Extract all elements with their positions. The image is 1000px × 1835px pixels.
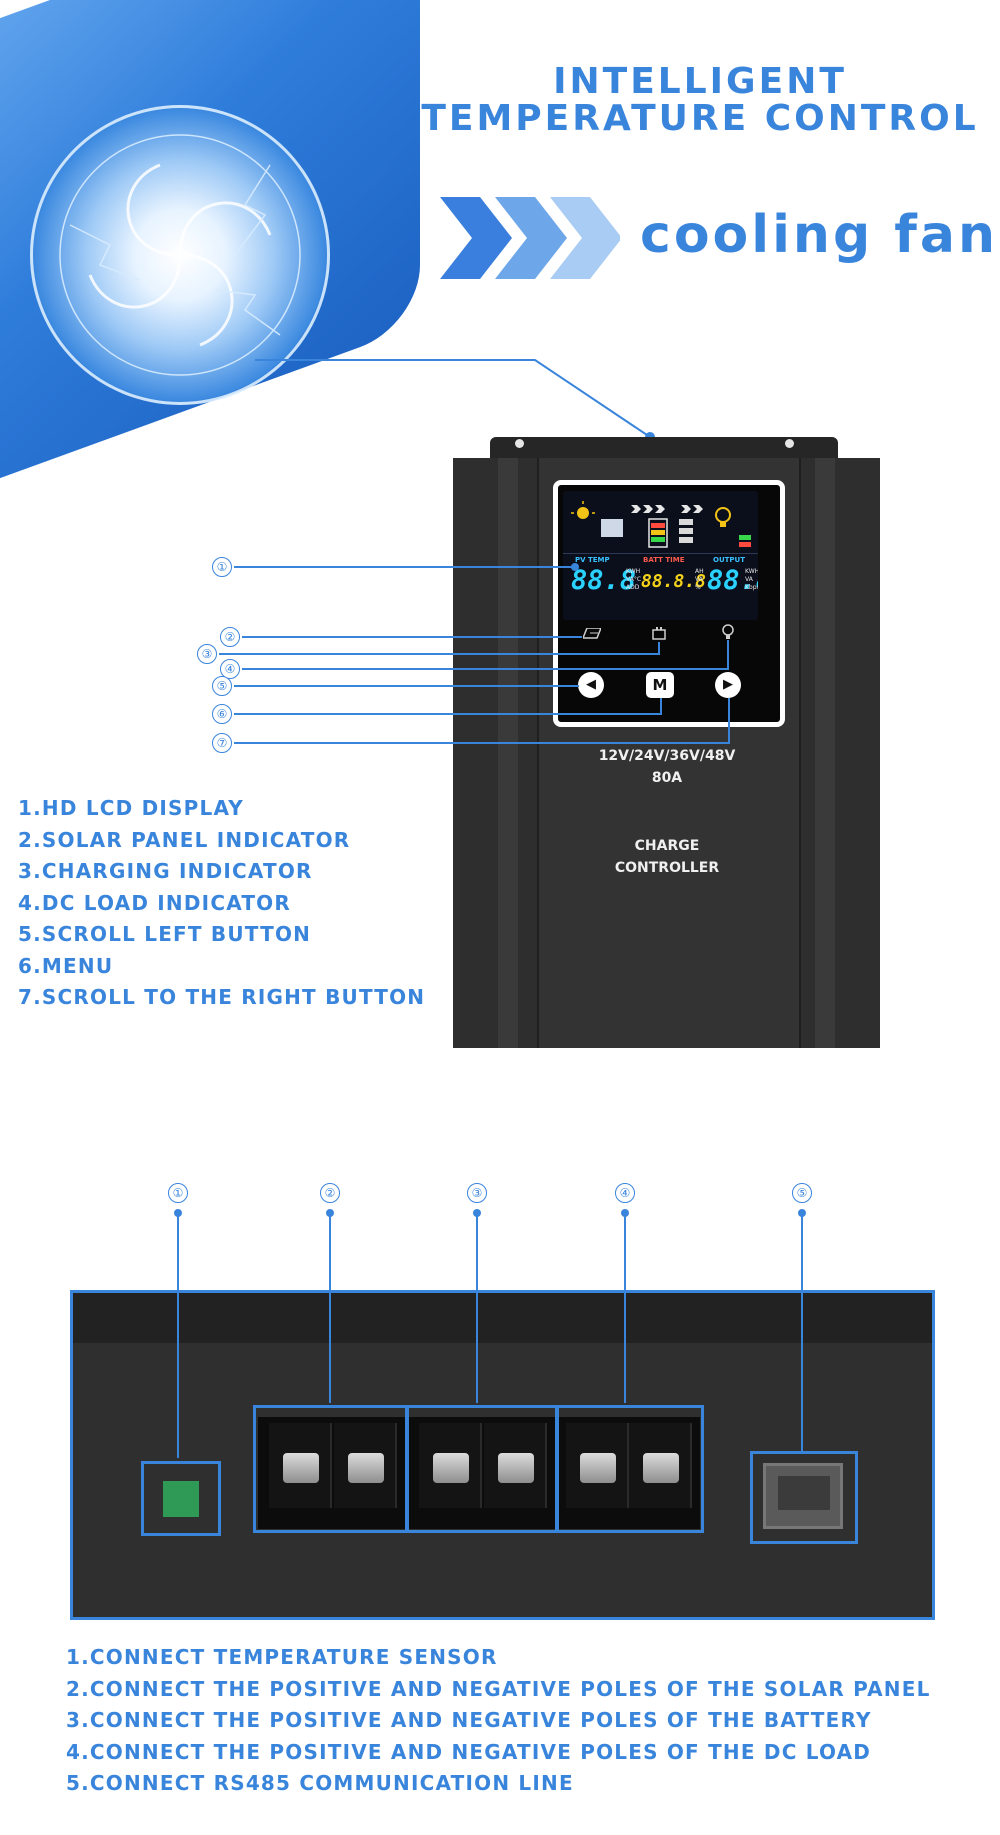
device-rib-left [498,458,518,1048]
callout-1-line [234,566,574,568]
hd-lcd-display: PV TEMP BATT TIME OUTPUT 88.8 88.8.8 88.… [563,491,758,620]
front-feature-7: 7.SCROLL TO THE RIGHT BUTTON [18,985,426,1009]
scroll-right-button[interactable]: ▶ [715,672,741,698]
front-feature-4: 4.DC LOAD INDICATOR [18,890,291,915]
bottom-line-2 [329,1213,331,1403]
scroll-left-button[interactable]: ◀ [578,672,604,698]
callout-3-riser [658,642,660,655]
rs485-port-opening [778,1476,830,1510]
callout-2-line [242,636,582,638]
callout-6-riser [660,698,662,715]
terminal-screw [348,1453,384,1483]
bottom-line-3 [476,1213,478,1403]
callout-6: ⑥ [212,704,232,724]
bottom-feature-5: 5.CONNECT RS485 COMMUNICATION LINE [66,1771,574,1795]
bottom-line-5 [801,1213,803,1453]
temperature-sensor-connector[interactable] [163,1481,199,1517]
terminal-screw [643,1453,679,1483]
callout-7: ⑦ [212,733,232,753]
callout-1: ① [212,557,232,577]
callout-1-dot [571,563,579,571]
front-feature-3: 3.CHARGING INDICATOR [18,859,313,883]
lcd-pv-value: 88.8 [571,565,637,596]
device-rib-right [815,458,835,1048]
bottom-callout-1: ① [168,1183,188,1203]
mounting-hole-right [785,439,794,448]
device-name-line1: CHARGE [634,838,700,854]
lcd-status-icons [571,501,751,548]
bottom-line-1 [177,1213,179,1458]
charging-indicator-icon [652,627,666,640]
callout-3: ③ [197,644,217,664]
callout-6-line [234,713,662,715]
temp-sensor-port-highlight [141,1461,221,1536]
lcd-output-units: KWHVAKbps [745,568,758,591]
callout-3-line [219,653,659,655]
lcd-pv-temp-label: PV TEMP [575,556,610,564]
headline-line2: TEMPERATURE CONTROL [421,98,979,139]
menu-button[interactable]: M [646,672,674,698]
callout-5: ⑤ [212,676,232,696]
front-feature-1: 1.HD LCD DISPLAY [18,796,244,820]
terminal-screw [498,1453,534,1483]
bottom-callout-5: ⑤ [792,1183,812,1203]
terminal-screw [433,1453,469,1483]
fan-leader-line [255,359,655,442]
callout-5-line [234,685,579,687]
mounting-hole-left [515,439,524,448]
bottom-feature-4: 4.CONNECT THE POSITIVE AND NEGATIVE POLE… [66,1739,872,1764]
headline-line1: INTELLIGENT [553,61,847,102]
front-feature-6: 6.MENU [18,953,114,978]
lcd-output-value: 88.8 [707,565,758,596]
solar-panel-indicator-icon [583,628,601,639]
bottom-callout-3: ③ [467,1183,487,1203]
bottom-feature-2: 2.CONNECT THE POSITIVE AND NEGATIVE POLE… [66,1676,931,1701]
front-feature-5: 5.SCROLL LEFT BUTTON [18,922,312,946]
controller-bottom-panel [70,1290,935,1620]
callout-4: ④ [220,659,240,679]
callout-7-line [234,742,730,744]
device-name-line2: CONTROLLER [614,860,720,876]
bottom-line-4 [624,1213,626,1403]
voltage-rating: 12V/24V/36V/48V [598,748,736,764]
bottom-callout-4: ④ [615,1183,635,1203]
bottom-feature-1: 1.CONNECT TEMPERATURE SENSOR [66,1645,498,1669]
terminal-screw [580,1453,616,1483]
lcd-batt-value: 88.8.8 [641,571,707,592]
fan-vortex-icon [59,134,301,376]
bottom-feature-list: 1.CONNECT TEMPERATURE SENSOR 2.CONNECT T… [66,1642,931,1800]
battery-positive-terminal[interactable] [419,1423,482,1508]
front-feature-list: 1.HD LCD DISPLAY 2.SOLAR PANEL INDICATOR… [18,793,425,1014]
chevron-arrows-icon [440,197,620,279]
bottom-feature-3: 3.CONNECT THE POSITIVE AND NEGATIVE POLE… [66,1708,872,1732]
callout-4-line [242,668,729,670]
current-rating: 80A [651,770,683,786]
bottom-panel-top-edge [73,1293,932,1343]
callout-2: ② [220,627,240,647]
bottom-callout-2: ② [320,1183,340,1203]
lcd-output-label: OUTPUT [713,556,745,564]
front-feature-2: 2.SOLAR PANEL INDICATOR [18,827,351,852]
load-terminal-highlight [556,1405,704,1533]
dc-load-indicator-icon [722,624,734,639]
terminal-screw [283,1453,319,1483]
feature-cooling-fan-label: cooling fan [640,205,998,265]
callout-4-riser [727,640,729,670]
callout-7-riser [728,698,730,744]
rs485-port-highlight [750,1451,858,1544]
lcd-batt-time-label: BATT TIME [643,556,685,564]
